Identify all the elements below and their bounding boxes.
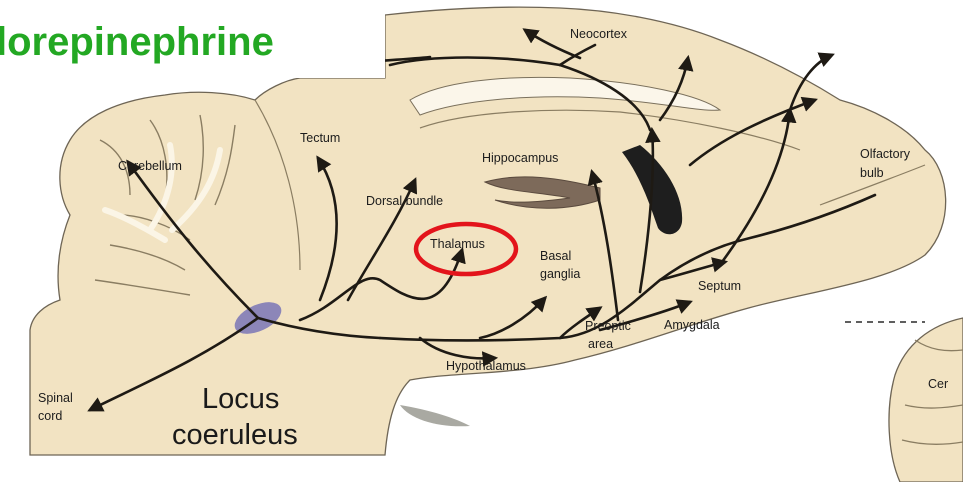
label-partial-right: Cer bbox=[928, 377, 948, 391]
label-locus-coeruleus-2: coeruleus bbox=[172, 419, 298, 451]
label-basal-ganglia-1: Basal bbox=[540, 249, 571, 263]
label-olfactory-bulb-1: Olfactory bbox=[860, 147, 911, 161]
label-preoptic-area-1: Preoptic bbox=[585, 319, 631, 333]
partial-brain-right bbox=[889, 318, 963, 482]
label-hypothalamus: Hypothalamus bbox=[446, 359, 526, 373]
label-dorsal-bundle: Dorsal bundle bbox=[366, 194, 443, 208]
label-tectum: Tectum bbox=[300, 131, 340, 145]
label-amygdala: Amygdala bbox=[664, 318, 720, 332]
label-olfactory-bulb-2: bulb bbox=[860, 166, 884, 180]
label-preoptic-area-2: area bbox=[588, 337, 613, 351]
pituitary bbox=[400, 405, 470, 426]
label-neocortex: Neocortex bbox=[570, 27, 628, 41]
label-hippocampus: Hippocampus bbox=[482, 151, 558, 165]
label-septum: Septum bbox=[698, 279, 741, 293]
title-box: lorepinephrine bbox=[0, 6, 385, 78]
label-locus-coeruleus-1: Locus bbox=[202, 383, 279, 415]
label-spinal-cord-2: cord bbox=[38, 409, 62, 423]
label-thalamus: Thalamus bbox=[430, 237, 485, 251]
label-spinal-cord-1: Spinal bbox=[38, 391, 73, 405]
label-cerebellum: Cerebellum bbox=[118, 159, 182, 173]
label-basal-ganglia-2: ganglia bbox=[540, 267, 580, 281]
page-title: lorepinephrine bbox=[0, 20, 274, 65]
